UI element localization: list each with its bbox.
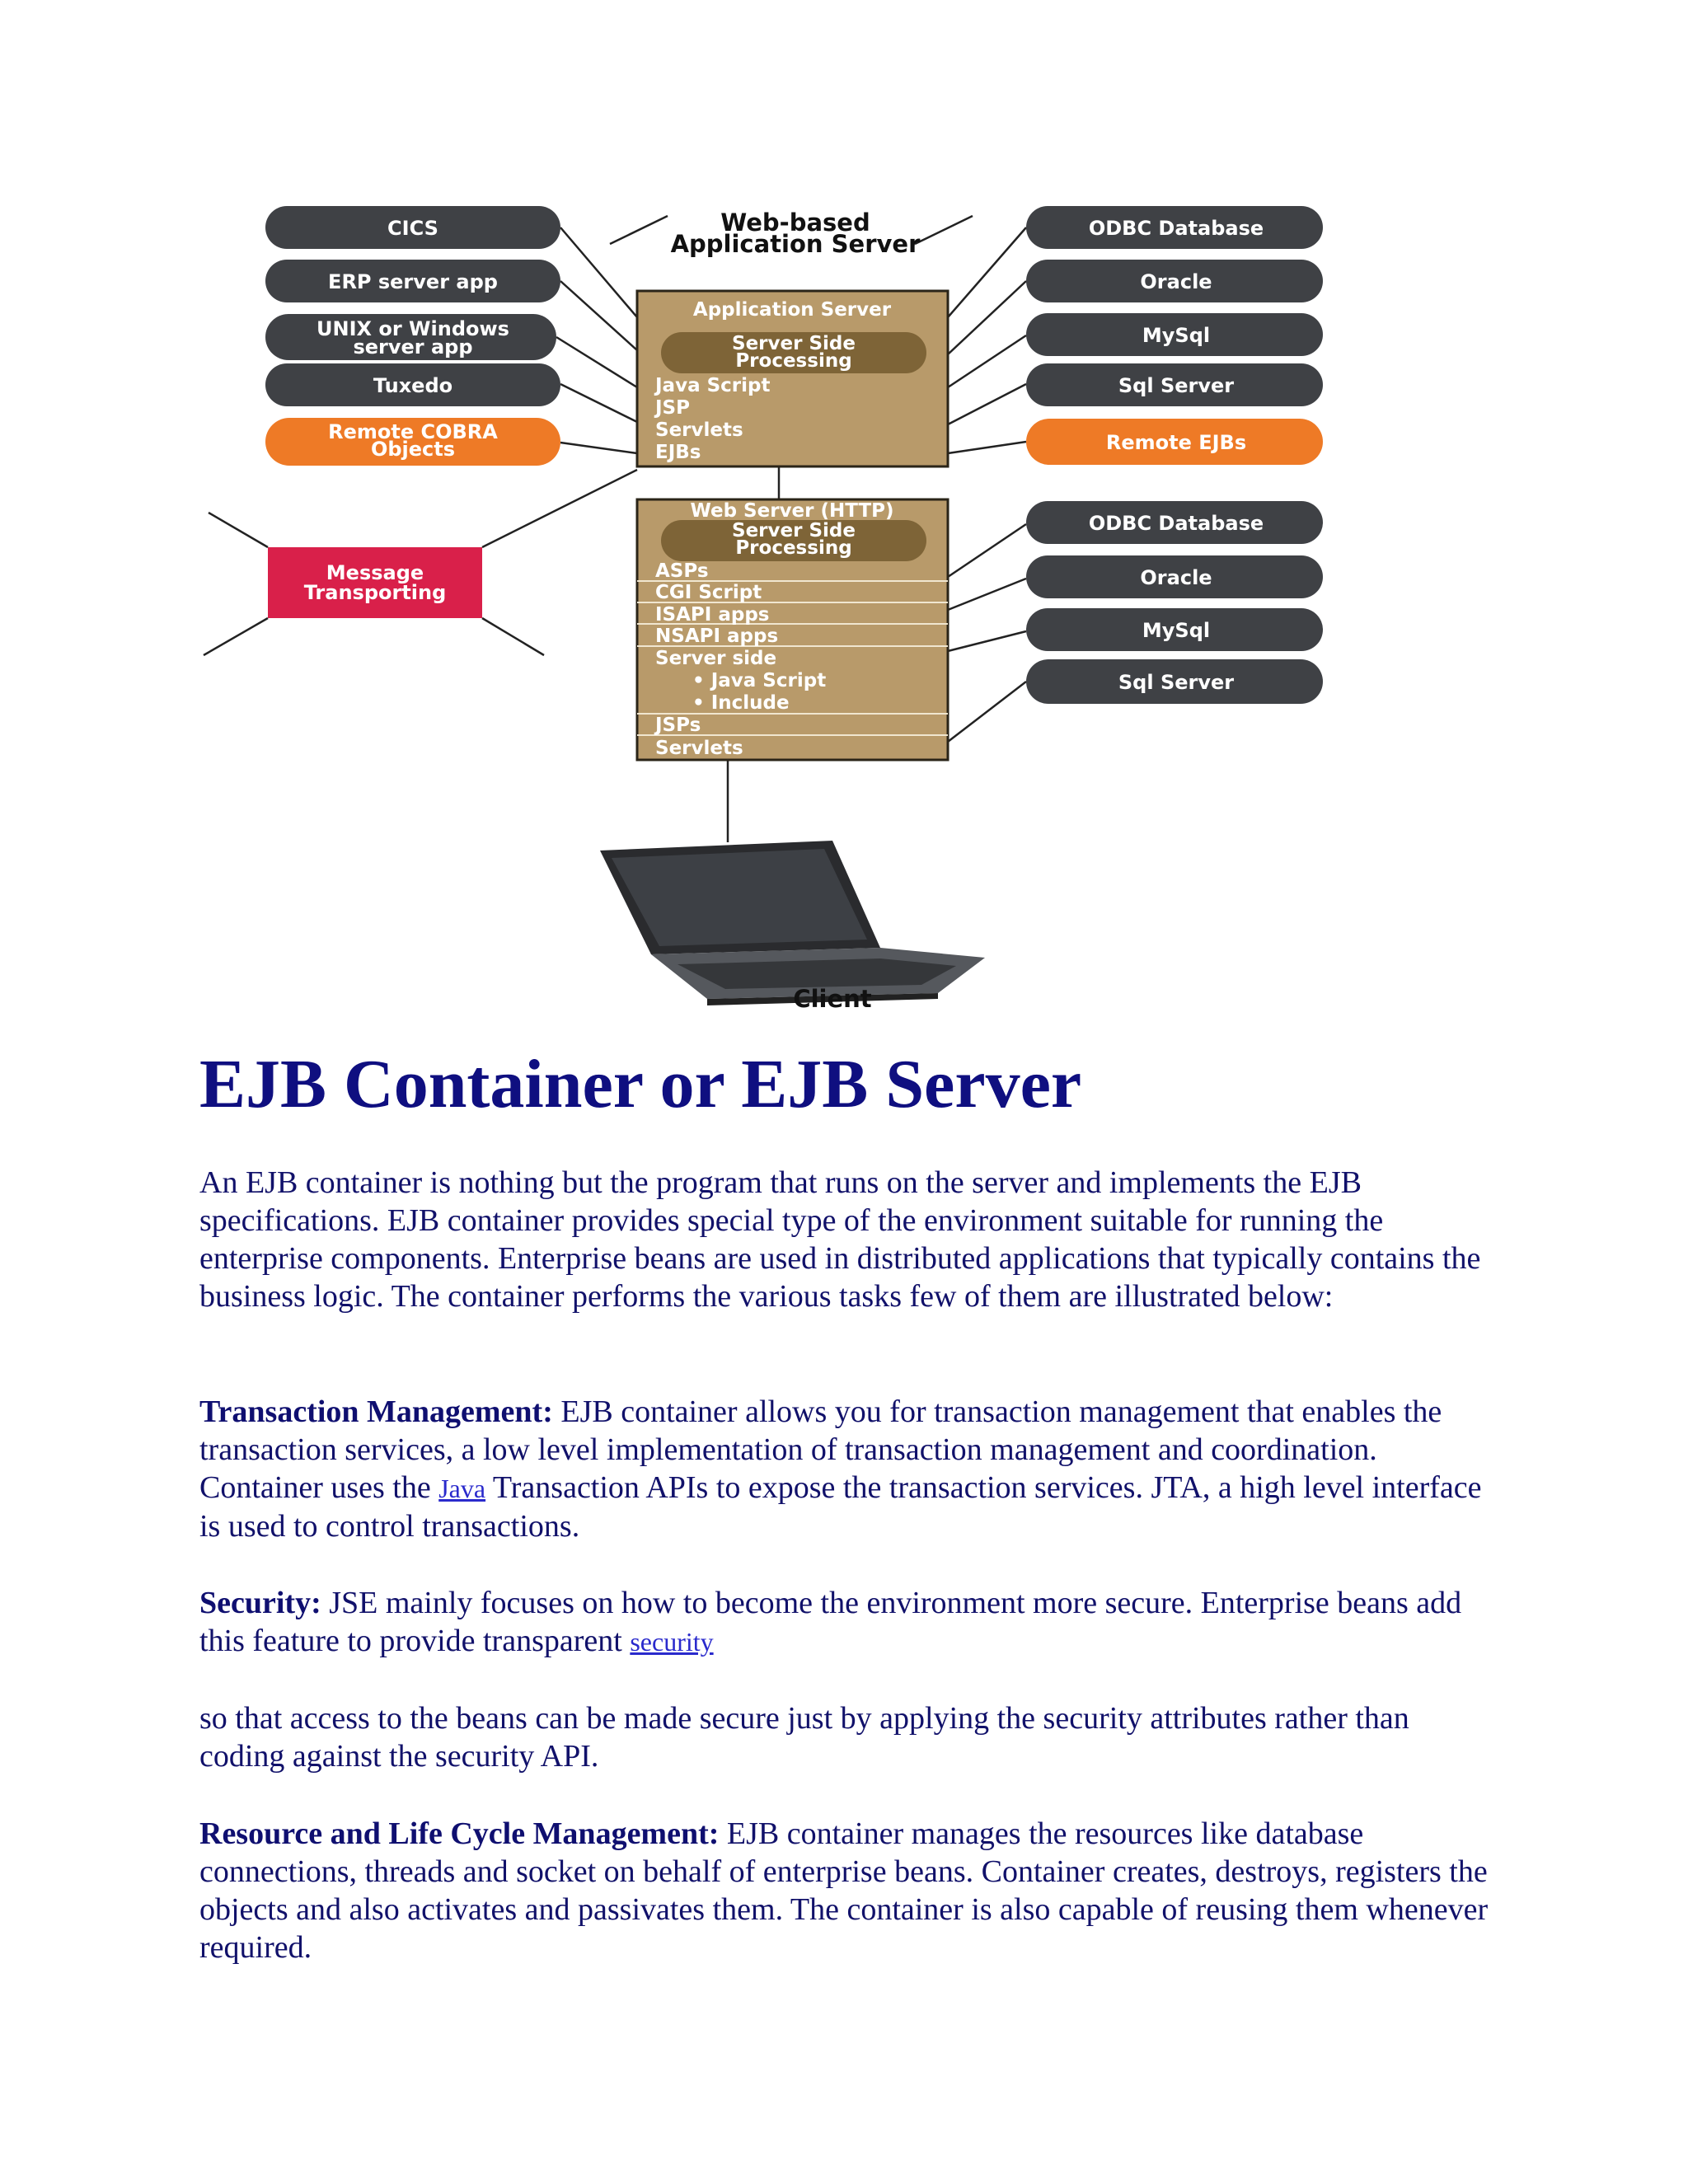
left-pill-1-shape: [265, 260, 560, 302]
right-top-pill-2-label: MySql: [1142, 324, 1210, 347]
web-item-include: • Include: [692, 692, 790, 714]
connector-lines: [203, 214, 1027, 842]
right-pill-mysql: MySql: [1026, 313, 1323, 356]
security-link[interactable]: security: [630, 1627, 714, 1657]
web-item-dividers: [637, 580, 948, 736]
right-top-pill-4-label: Remote EJBs: [1106, 431, 1246, 454]
web-item-cgi: CGI Script: [655, 582, 762, 603]
right-top-pill-2-shape: [1026, 313, 1323, 356]
diagram-title-line2: Application Server: [671, 230, 921, 258]
app-processing-pill: [661, 332, 926, 373]
app-item-jsp: JSP: [654, 397, 690, 419]
page-title: EJB Container or EJB Server: [199, 1046, 1082, 1122]
right-top-pill-1-label: Oracle: [1140, 270, 1212, 293]
web-item-isapi: ISAPI apps: [655, 604, 769, 626]
architecture-diagram: Web-based Application Server CICS ERP se…: [203, 206, 1323, 1013]
resource-text: EJB container manages the resources like…: [199, 1816, 1489, 1965]
right-bottom-pill-2-label: MySql: [1142, 619, 1210, 642]
resource-paragraph: Resource and Life Cycle Management: EJB …: [199, 1815, 1502, 1966]
security-label: Security:: [199, 1586, 321, 1620]
right-bottom-pill-3-label: Sql Server: [1118, 671, 1234, 694]
right-top-pill-3-label: Sql Server: [1118, 374, 1234, 397]
left-pill-remote-cobra: Remote COBRA Objects: [265, 418, 560, 466]
left-pill-2-shape: [265, 314, 556, 360]
right-top-pills: ODBC Database Oracle MySql Sql Server Re…: [1026, 206, 1323, 465]
transaction-text-a: EJB container allows you for transaction…: [199, 1394, 1442, 1505]
right-bottom-pill-0-shape: [1026, 501, 1323, 544]
web-processing-line1: Server Side: [732, 520, 856, 541]
resource-label: Resource and Life Cycle Management:: [199, 1816, 720, 1851]
security-paragraph: Security: JSE mainly focuses on how to b…: [199, 1584, 1502, 1661]
right-pill-odbc: ODBC Database: [1026, 206, 1323, 249]
right-pill-remote-ejbs: Remote EJBs: [1026, 419, 1323, 465]
message-box-line1: Message: [326, 561, 424, 584]
right-top-pill-4-shape: [1026, 419, 1323, 465]
app-server-title: Application Server: [693, 299, 892, 321]
left-pill-4-shape: [265, 418, 560, 466]
web-server-box: Web Server (HTTP) Server Side Processing…: [635, 498, 950, 762]
message-box-shape: [268, 547, 482, 618]
left-pill-unix: UNIX or Windows server app: [265, 314, 556, 360]
left-pill-3-label: Tuxedo: [373, 374, 452, 397]
left-pill-2-label2: server app: [353, 335, 472, 359]
app-item-servlets: Servlets: [655, 419, 743, 441]
left-pills: CICS ERP server app UNIX or Windows serv…: [265, 206, 560, 466]
right-bottom-pill-1-shape: [1026, 555, 1323, 598]
left-pill-cics: CICS: [265, 206, 560, 249]
left-pill-4-label2: Objects: [371, 438, 455, 461]
right-pill-oracle: Oracle: [1026, 260, 1323, 302]
security-continuation-paragraph: so that access to the beans can be made …: [199, 1701, 1409, 1774]
right-top-pill-1-shape: [1026, 260, 1323, 302]
java-link[interactable]: Java: [438, 1474, 486, 1503]
app-server-frame: [635, 289, 950, 468]
right-bottom-pill-3-shape: [1026, 659, 1323, 704]
intro-paragraph: An EJB container is nothing but the prog…: [199, 1165, 1481, 1314]
diagram-title-line1: Web-based: [720, 209, 870, 237]
app-item-javascript: Java Script: [654, 375, 770, 396]
left-pill-tuxedo: Tuxedo: [265, 363, 560, 406]
right-bottom-pill-oracle: Oracle: [1026, 555, 1323, 598]
transaction-label: Transaction Management:: [199, 1394, 553, 1429]
app-processing-line2: Processing: [735, 350, 851, 372]
right-top-pill-3-shape: [1026, 363, 1323, 406]
message-box-line2: Transporting: [304, 581, 447, 604]
right-bottom-pill-sqlserver: Sql Server: [1026, 659, 1323, 704]
left-pill-0-label: CICS: [387, 217, 438, 240]
right-bottom-pill-2-shape: [1026, 608, 1323, 651]
client-label: Client: [793, 985, 871, 1013]
web-processing-pill: [661, 520, 926, 561]
right-bottom-pill-odbc: ODBC Database: [1026, 501, 1323, 544]
web-item-java-script: • Java Script: [692, 670, 826, 691]
left-pill-3-shape: [265, 363, 560, 406]
right-bottom-pill-1-label: Oracle: [1140, 566, 1212, 589]
right-top-pill-0-shape: [1026, 206, 1323, 249]
transaction-paragraph: Transaction Management: EJB container al…: [199, 1393, 1502, 1545]
web-item-asps: ASPs: [655, 560, 709, 582]
left-pill-1-label: ERP server app: [328, 270, 498, 293]
message-transporting-box: Message Transporting: [268, 547, 482, 618]
web-item-servlets: Servlets: [655, 738, 743, 759]
right-top-pill-0-label: ODBC Database: [1089, 217, 1264, 240]
left-pill-0-shape: [265, 206, 560, 249]
left-pill-2-label: UNIX or Windows: [316, 317, 509, 340]
security-text: JSE mainly focuses on how to become the …: [199, 1586, 1462, 1658]
web-processing-line2: Processing: [735, 537, 851, 559]
left-pill-4-label: Remote COBRA: [328, 420, 498, 443]
right-bottom-pill-mysql: MySql: [1026, 608, 1323, 651]
web-server-title: Web Server (HTTP): [690, 500, 893, 522]
app-item-ejbs: EJBs: [655, 442, 701, 463]
app-processing-line1: Server Side: [732, 333, 856, 354]
right-bottom-pill-0-label: ODBC Database: [1089, 512, 1264, 535]
transaction-text-b: Transaction APIs to expose the transacti…: [199, 1470, 1482, 1544]
web-item-server-side: Server side: [655, 648, 776, 669]
application-server-box: Application Server Server Side Processin…: [635, 289, 950, 468]
left-pill-erp: ERP server app: [265, 260, 560, 302]
web-item-nsapi: NSAPI apps: [655, 626, 778, 647]
right-bottom-pills: ODBC Database Oracle MySql Sql Server: [1026, 501, 1323, 704]
right-pill-sqlserver: Sql Server: [1026, 363, 1323, 406]
laptop-icon: [600, 841, 985, 1005]
web-item-jsps: JSPs: [654, 715, 701, 736]
